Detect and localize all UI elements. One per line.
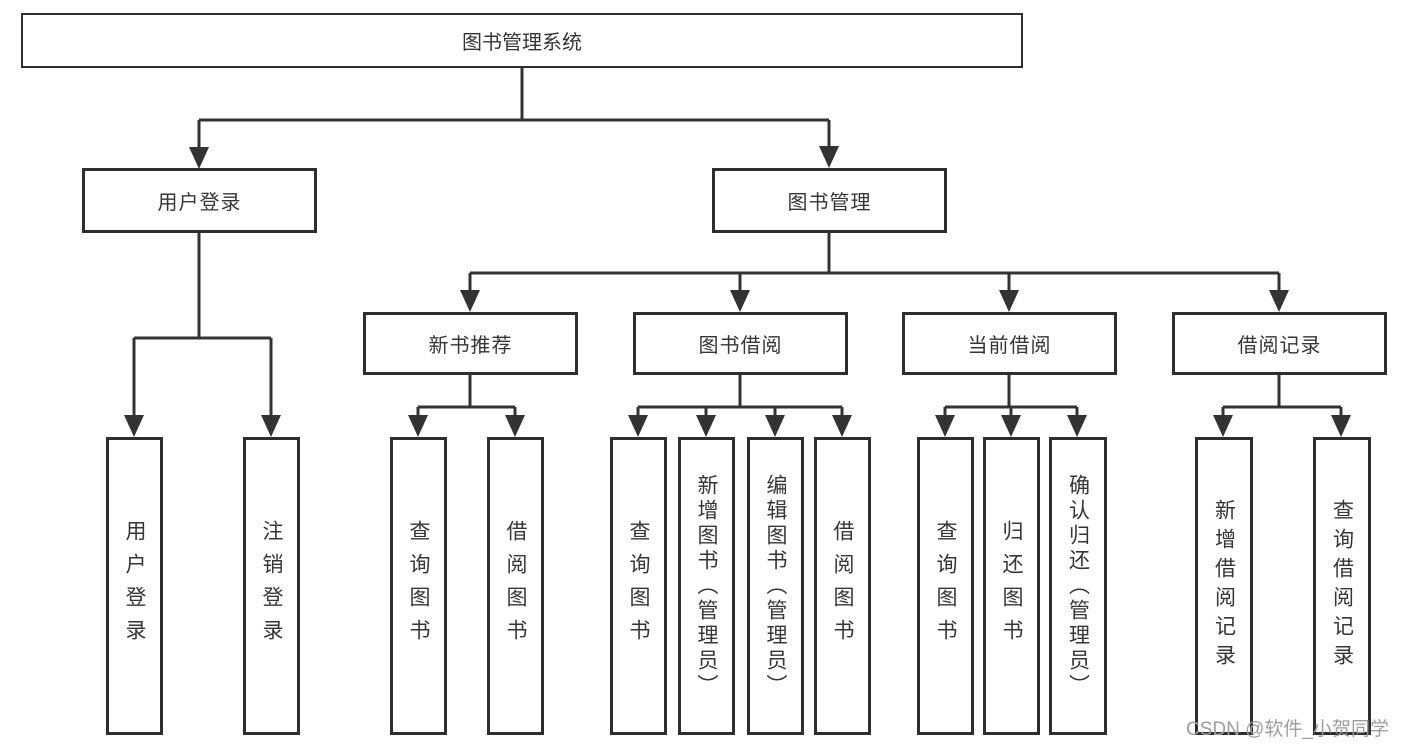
leaf-return-books-label: 归还图书	[1000, 520, 1023, 652]
leaf-return-books: 归还图书	[983, 437, 1040, 735]
node-root: 图书管理系统	[21, 13, 1023, 68]
leaf-query-books-3: 查询图书	[917, 437, 974, 735]
node-new-book-recommend: 新书推荐	[363, 312, 578, 375]
leaf-borrow-books-2: 借阅图书	[814, 437, 871, 735]
leaf-query-books-1: 查询图书	[390, 437, 447, 735]
leaf-add-borrow-record-label: 新增借阅记录	[1212, 499, 1236, 673]
leaf-add-book-admin-label: 新增图书（管理员）	[695, 473, 718, 699]
node-borrow-records: 借阅记录	[1172, 312, 1387, 375]
leaf-logout-label: 注销登录	[260, 520, 283, 652]
node-root-label: 图书管理系统	[462, 32, 582, 54]
leaf-query-books-2-label: 查询图书	[627, 520, 650, 652]
leaf-confirm-return-admin-label: 确认归还（管理员）	[1066, 473, 1090, 699]
leaf-borrow-books-1: 借阅图书	[487, 437, 544, 735]
node-borrow-records-label: 借阅记录	[1237, 335, 1322, 357]
node-user-login: 用户登录	[82, 168, 317, 233]
arrowheads	[124, 146, 1351, 437]
node-new-book-recommend-label: 新书推荐	[428, 335, 513, 357]
node-book-management: 图书管理	[712, 168, 947, 233]
node-book-borrow: 图书借阅	[633, 312, 848, 375]
leaf-query-books-2: 查询图书	[610, 437, 667, 735]
leaf-query-books-3-label: 查询图书	[934, 520, 957, 652]
leaf-user-login: 用户登录	[106, 437, 163, 735]
leaf-query-books-1-label: 查询图书	[407, 520, 430, 652]
leaf-add-borrow-record: 新增借阅记录	[1195, 437, 1253, 735]
node-current-borrow: 当前借阅	[902, 312, 1117, 375]
node-book-management-label: 图书管理	[787, 192, 872, 214]
leaf-query-borrow-record-label: 查询借阅记录	[1330, 499, 1354, 673]
leaf-borrow-books-1-label: 借阅图书	[504, 520, 527, 652]
leaf-edit-book-admin: 编辑图书（管理员）	[747, 437, 804, 735]
leaf-logout: 注销登录	[243, 437, 300, 735]
leaf-query-borrow-record: 查询借阅记录	[1313, 437, 1371, 735]
node-user-login-label: 用户登录	[157, 192, 242, 214]
node-book-borrow-label: 图书借阅	[698, 335, 783, 357]
leaf-add-book-admin: 新增图书（管理员）	[678, 437, 735, 735]
leaf-confirm-return-admin: 确认归还（管理员）	[1049, 437, 1107, 735]
leaf-user-login-label: 用户登录	[123, 520, 146, 652]
leaf-borrow-books-2-label: 借阅图书	[831, 520, 854, 652]
watermark: CSDN @软件_小贺同学	[1186, 719, 1389, 740]
node-current-borrow-label: 当前借阅	[967, 335, 1052, 357]
leaf-edit-book-admin-label: 编辑图书（管理员）	[764, 473, 787, 699]
